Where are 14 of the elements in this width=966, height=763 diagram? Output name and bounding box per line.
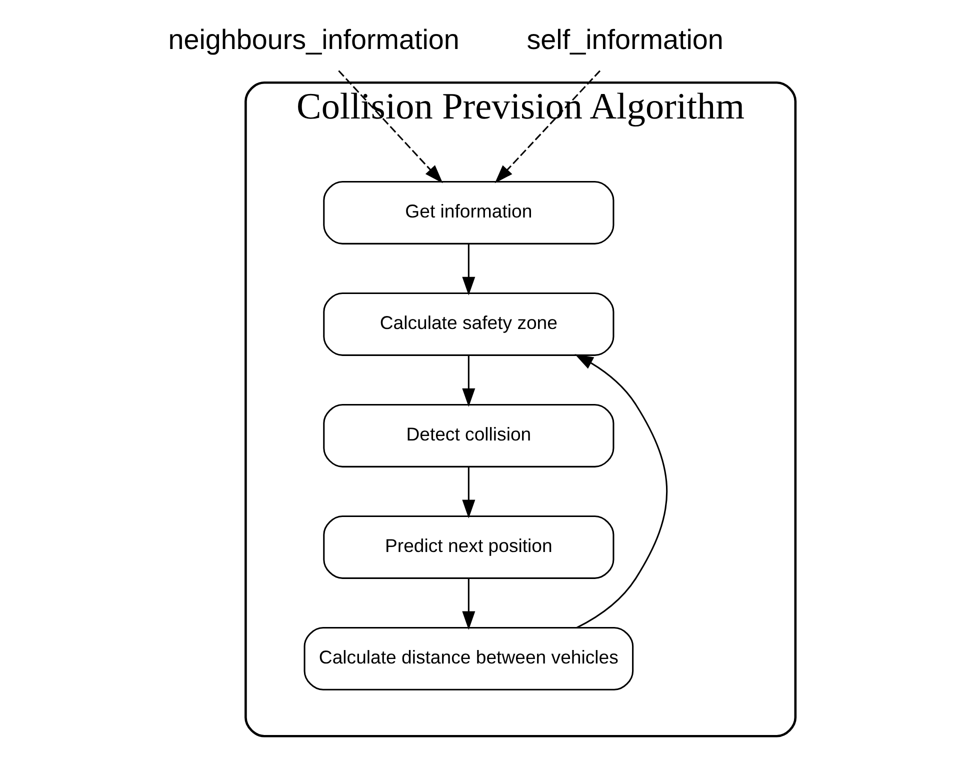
- node-box: Detect collision: [323, 404, 614, 468]
- node-box: Calculate distance between vehicles: [304, 626, 634, 690]
- arrow: [494, 70, 601, 184]
- node-box: Calculate safety zone: [323, 292, 614, 356]
- arrow: [462, 466, 476, 518]
- arrow: [462, 244, 476, 296]
- arrow: [574, 354, 668, 628]
- node-box: Predict next position: [323, 515, 614, 579]
- arrow: [462, 355, 476, 407]
- arrow: [338, 70, 443, 184]
- node-text: self_information: [526, 24, 724, 56]
- arrow: [462, 578, 476, 630]
- node-box: Get information: [323, 180, 614, 244]
- node-text: neighbours_information: [168, 24, 460, 56]
